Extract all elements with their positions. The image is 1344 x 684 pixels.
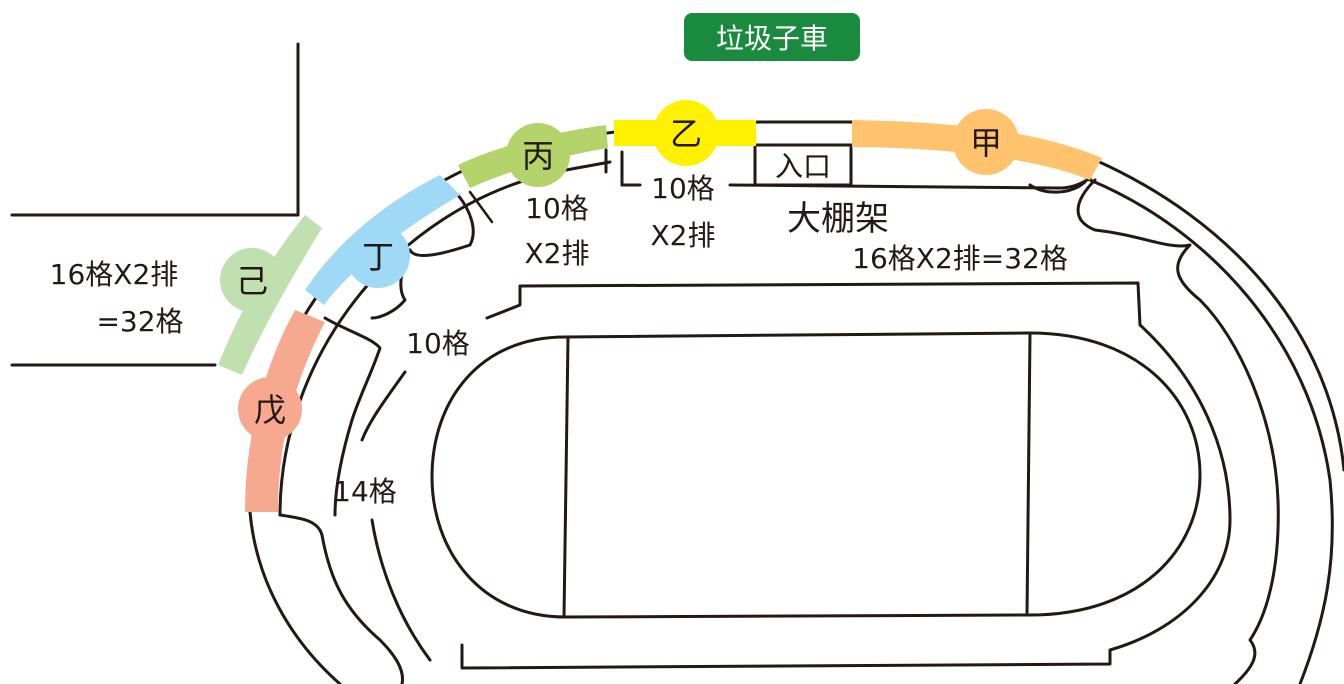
outer-ring-3 — [1088, 178, 1334, 684]
stand-ring-left — [278, 513, 405, 684]
outer-ring-2 — [278, 160, 612, 517]
zone-yi-label: 乙 — [670, 115, 702, 153]
inner-wu-label: 14格 — [333, 475, 397, 508]
canopy-label: 大棚架 — [787, 199, 889, 239]
infield-line-right — [1025, 332, 1032, 617]
canopy-capacity-label: 16格X2排=32格 — [852, 242, 1068, 275]
garbage-truck-badge — [684, 13, 860, 61]
ji-capacity-line2: =32格 — [96, 305, 183, 338]
zone-wu-label: 戊 — [254, 391, 286, 429]
ji-capacity-line1: 16格X2排 — [50, 258, 179, 291]
outer-ring-bottom-left — [248, 510, 342, 684]
stand-notch-wu — [323, 316, 382, 517]
garbage-truck-label: 垃圾子車 — [716, 22, 828, 55]
zone-wu-marker — [238, 377, 302, 441]
inner-arc-wu — [370, 518, 432, 662]
bing-count-label: 10格 — [525, 192, 589, 225]
zone-yi-marker — [653, 100, 719, 166]
entrance-box — [753, 143, 853, 187]
entrance-label: 入口 — [775, 150, 831, 183]
stand-front-yi — [728, 176, 1092, 190]
inner-arc-ding — [360, 370, 407, 442]
zone-jia-label: 甲 — [970, 124, 1002, 162]
infield-polygon — [460, 281, 1232, 670]
bing-rows-label: X2排 — [525, 237, 590, 270]
stand-notch-jia — [1028, 180, 1087, 194]
yi-count-label: 10格 — [651, 172, 715, 205]
zone-ding-marker — [346, 224, 410, 288]
zone-bing-label: 丙 — [522, 137, 554, 175]
infield-oval — [430, 331, 1202, 619]
zone-bing-marker — [506, 123, 570, 187]
infield-line-left — [562, 336, 570, 619]
inner-ding-label: 10格 — [406, 327, 470, 360]
building-outline — [10, 42, 300, 217]
stand-ring-right — [1076, 178, 1280, 684]
yi-rows-label: X2排 — [651, 219, 716, 252]
stand-notch-bing — [408, 193, 475, 257]
zone-ding-label: 丁 — [362, 238, 394, 276]
zone-ji-label: 己 — [236, 262, 268, 300]
zone-jia-marker — [953, 109, 1019, 175]
stand-divider-bing — [468, 190, 494, 224]
stand-notch-yi — [604, 148, 642, 187]
zone-ji-marker — [220, 248, 284, 312]
